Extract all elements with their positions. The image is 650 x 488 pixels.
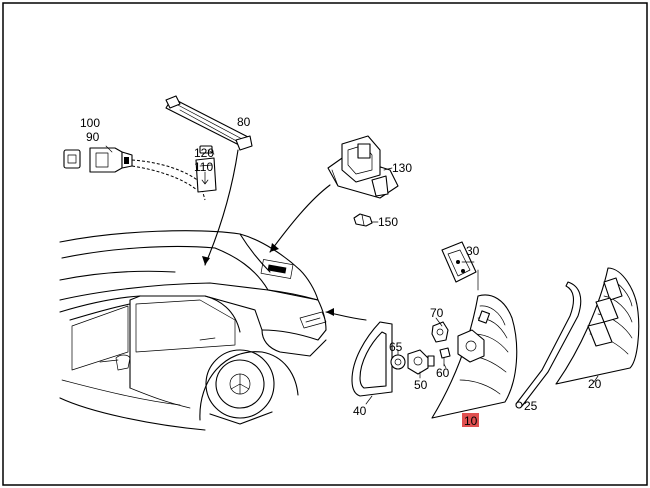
callout-labels: 100 90 80 120 110 130 150 30 70 65 60 50… xyxy=(80,115,602,428)
callout-10-highlight xyxy=(462,413,479,427)
part-light-bar-80 xyxy=(165,95,253,151)
car-body xyxy=(59,230,327,431)
part-nut-50 xyxy=(407,349,435,375)
callout-50: 50 xyxy=(414,378,428,392)
callout-20: 20 xyxy=(588,377,602,391)
callout-90: 90 xyxy=(86,130,100,144)
part-tail-lamp-10 xyxy=(431,294,518,419)
part-bracket-30 xyxy=(441,241,477,283)
callout-60: 60 xyxy=(436,366,450,380)
part-screw-60 xyxy=(439,347,451,367)
callout-65: 65 xyxy=(389,340,403,354)
part-seal-strip-25 xyxy=(515,281,582,409)
pointer-arrows xyxy=(202,149,367,321)
callout-80: 80 xyxy=(237,115,251,129)
part-lamp-housing-130 xyxy=(327,135,399,199)
callout-100: 100 xyxy=(80,116,100,130)
callout-150: 150 xyxy=(378,215,398,229)
callout-70: 70 xyxy=(430,306,444,320)
part-lamp-110-120 xyxy=(195,145,217,193)
part-lamp-lens-20 xyxy=(555,267,640,385)
callout-40: 40 xyxy=(353,404,367,418)
part-clip-70 xyxy=(431,321,449,343)
part-gasket-40 xyxy=(351,321,393,397)
callout-120: 120 xyxy=(194,146,214,160)
callout-110: 110 xyxy=(194,160,213,174)
part-washer-65 xyxy=(390,354,406,370)
callout-130: 130 xyxy=(392,161,412,175)
callout-10: 10 xyxy=(464,414,478,428)
part-connector-90-100 xyxy=(63,147,206,201)
part-bulb-150 xyxy=(353,213,373,227)
callout-30: 30 xyxy=(466,244,480,258)
leader-lines xyxy=(105,145,599,409)
callout-25: 25 xyxy=(524,399,538,413)
